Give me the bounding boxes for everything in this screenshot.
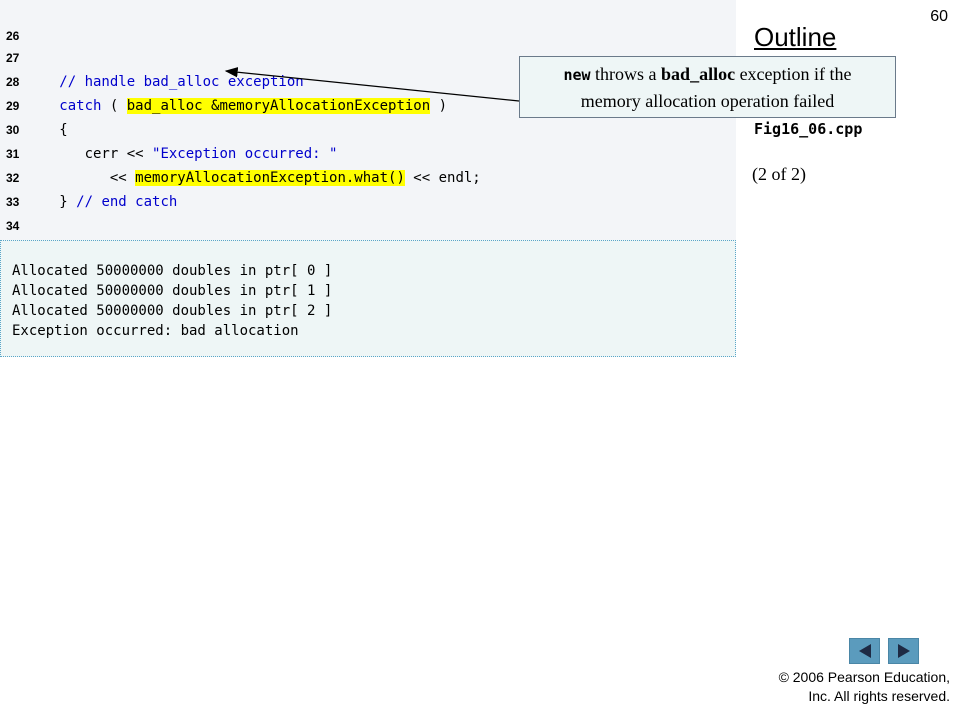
callout-box: new throws a bad_alloc exception if the …: [519, 56, 896, 118]
code-line: 34 return 0;: [0, 190, 736, 258]
output-line: Exception occurred: bad allocation: [12, 323, 299, 339]
copyright-line-2: Inc. All rights reserved.: [808, 688, 950, 704]
code-line: 28 catch ( bad_alloc &memoryAllocationEx…: [0, 46, 736, 114]
output-line: Allocated 50000000 doubles in ptr[ 1 ]: [12, 283, 333, 299]
code-line: 26: [0, 0, 736, 43]
callout-code-word: new: [563, 66, 591, 84]
code-line: 29 {: [0, 70, 736, 138]
code-line: 31 << memoryAllocationException.what() <…: [0, 118, 736, 186]
triangle-right-icon: [897, 644, 910, 658]
figure-file-name: Fig16_06.cpp: [754, 120, 863, 138]
program-output: Allocated 50000000 doubles in ptr[ 0 ] A…: [0, 240, 736, 357]
line-number: 33: [6, 195, 20, 209]
line-number: 30: [6, 123, 20, 137]
line-number: 29: [6, 99, 20, 113]
callout-text: exception if the: [735, 64, 852, 84]
outline-title: Outline: [754, 22, 837, 52]
callout-line-1: new throws a bad_alloc exception if the: [520, 61, 895, 88]
code-line: 35 } // end main: [0, 213, 736, 281]
code-line: 27 // handle bad_alloc exception: [0, 22, 736, 90]
code-listing: 26 27 // handle bad_alloc exception 28 c…: [0, 0, 736, 281]
triangle-left-icon: [858, 644, 871, 658]
page-indicator: (2 of 2): [752, 164, 806, 184]
code-text-what: << memoryAllocationException.what() << e…: [34, 170, 481, 186]
code-text-cerr: cerr << "Exception occurred: ": [34, 146, 338, 162]
line-number: 27: [6, 51, 20, 65]
line-number: 26: [6, 29, 20, 43]
code-line: 33: [0, 166, 736, 209]
callout-text: throws a: [590, 64, 662, 84]
code-line: 32 } // end catch: [0, 142, 736, 210]
next-slide-button[interactable]: [888, 638, 919, 664]
code-line: 30 cerr << "Exception occurred: ": [0, 94, 736, 162]
callout-bold-word: bad_alloc: [661, 64, 736, 84]
output-line: Allocated 50000000 doubles in ptr[ 0 ]: [12, 263, 333, 279]
code-text-catch: catch ( bad_alloc &memoryAllocationExcep…: [34, 98, 448, 114]
output-line: Allocated 50000000 doubles in ptr[ 2 ]: [12, 303, 333, 319]
copyright-notice: © 2006 Pearson Education, Inc. All right…: [779, 668, 950, 706]
line-number: 28: [6, 75, 20, 89]
code-text: {: [34, 122, 68, 138]
line-number: 31: [6, 147, 20, 161]
callout-line-2: memory allocation operation failed: [580, 91, 835, 111]
line-number: 32: [6, 171, 20, 185]
line-number: 34: [6, 219, 20, 233]
code-text-end-catch: } // end catch: [34, 194, 178, 210]
previous-slide-button[interactable]: [849, 638, 880, 664]
slide-number: 60: [930, 8, 948, 25]
copyright-line-1: © 2006 Pearson Education,: [778, 669, 950, 685]
